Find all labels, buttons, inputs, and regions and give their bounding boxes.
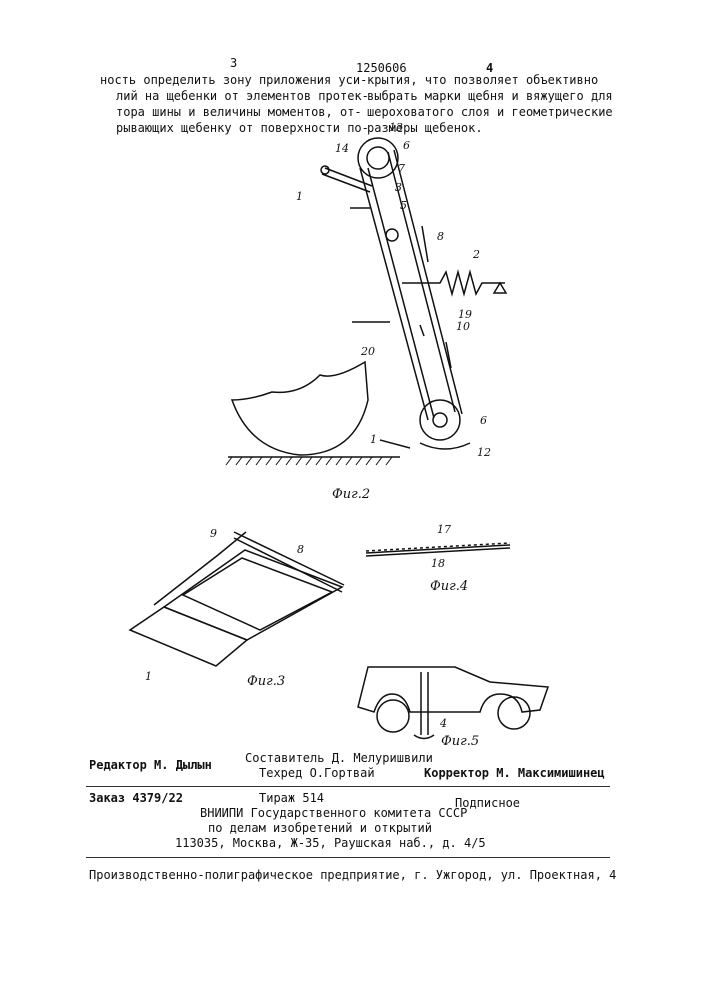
colophon-compiler: Составитель Д. Мелуришвили <box>245 750 433 766</box>
figure-5-drawing: 4 Фиг.5 <box>0 0 707 760</box>
divider <box>86 857 610 858</box>
fig5-caption: Фиг.5 <box>441 734 479 749</box>
colophon-org2: по делам изобретений и открытий <box>208 820 432 836</box>
colophon-editor: Редактор М. Дылын <box>89 757 212 773</box>
divider <box>86 786 610 787</box>
colophon-order: Заказ 4379/22 <box>89 790 183 806</box>
colophon-address: 113035, Москва, Ж-35, Раушская наб., д. … <box>175 835 486 851</box>
colophon-corrector: Корректор М. Максимишинец <box>424 765 605 781</box>
colophon-techred: Техред О.Гортвай <box>259 765 375 781</box>
colophon-printer: Производственно-полиграфическое предприя… <box>89 867 616 883</box>
colophon-org1: ВНИИПИ Государственного комитета СССР <box>200 805 467 821</box>
fig5-label: 4 <box>439 717 447 730</box>
colophon-circulation: Тираж 514 <box>259 790 324 806</box>
